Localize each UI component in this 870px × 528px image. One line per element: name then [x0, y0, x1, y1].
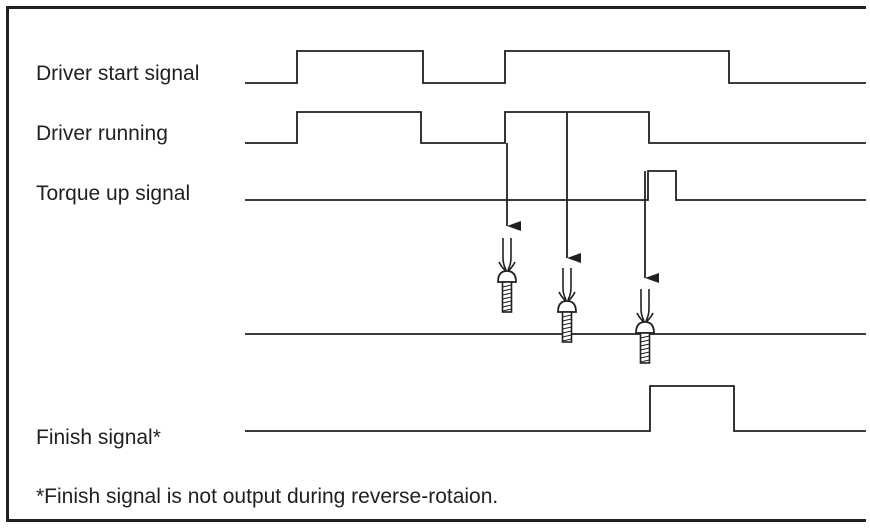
screwdriver-screw-icon — [497, 237, 517, 313]
label-driver-start-signal: Driver start signal — [36, 62, 200, 85]
waveform-driver-running — [245, 111, 866, 144]
waveform-finish-signal — [245, 385, 866, 432]
label-torque-up-signal: Torque up signal — [36, 182, 191, 205]
screwdriver-screw-icon — [557, 267, 577, 343]
waveform-driver-start-signal — [245, 50, 866, 84]
footnote: *Finish signal is not output during reve… — [36, 485, 499, 508]
diagram-frame — [6, 6, 866, 522]
label-driver-running: Driver running — [36, 122, 168, 145]
screwdriver-screw-icon — [635, 288, 655, 364]
waveform-torque-up-signal — [245, 170, 866, 201]
label-finish-signal: Finish signal* — [36, 426, 161, 449]
